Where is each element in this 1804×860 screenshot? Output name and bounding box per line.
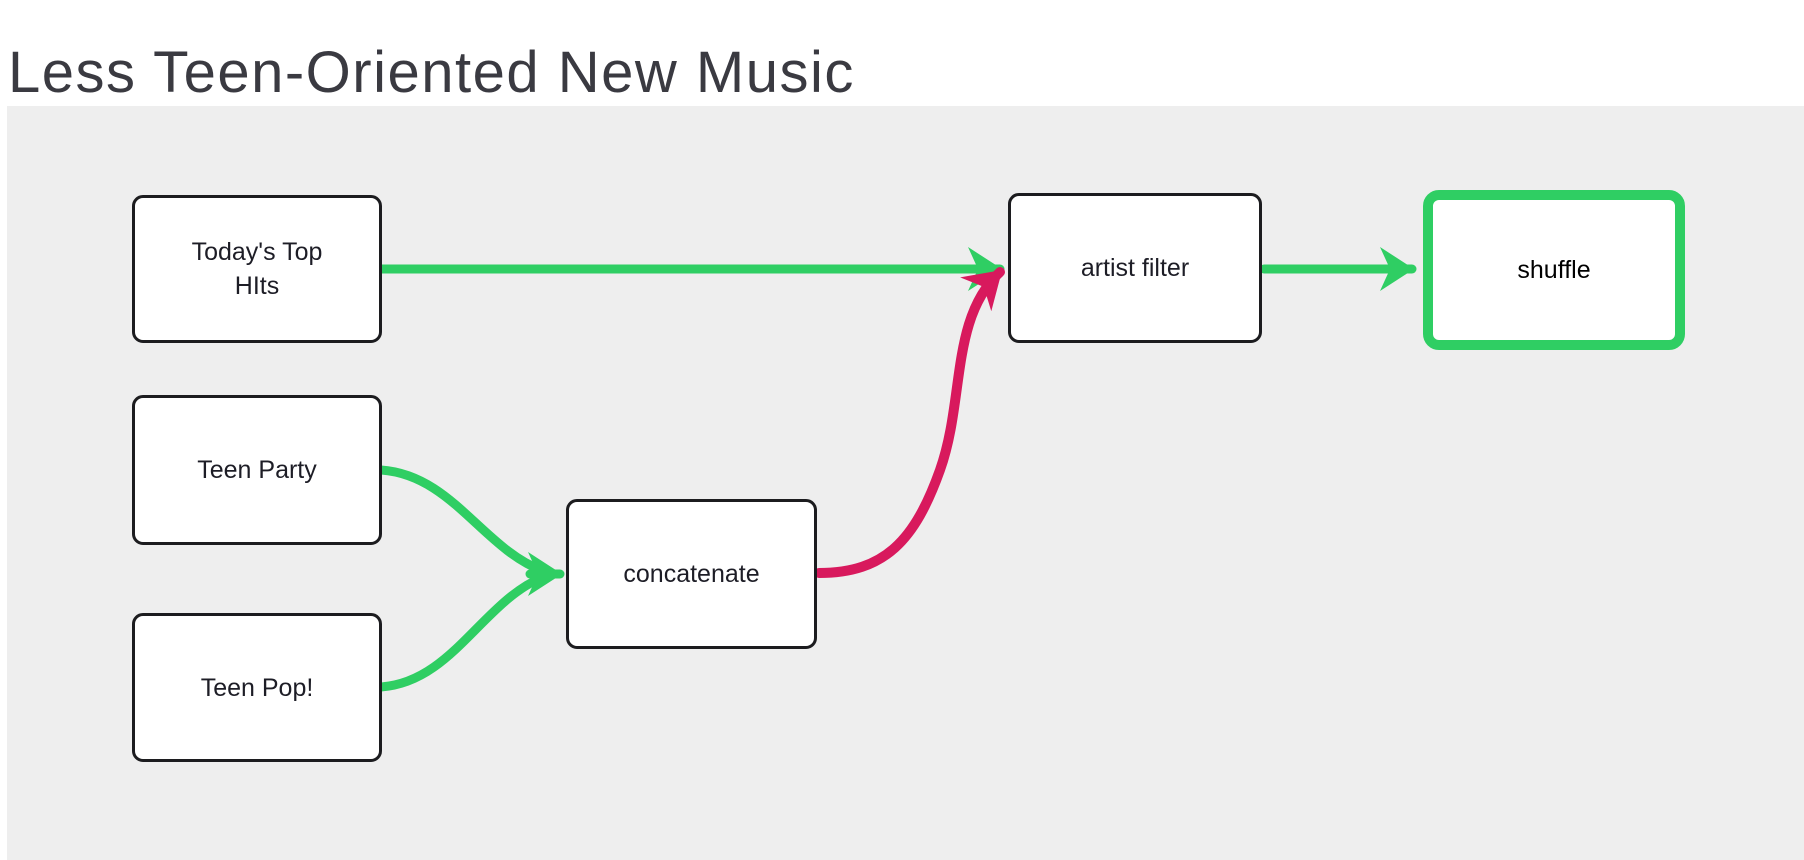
node-concatenate[interactable]: concatenate <box>566 499 817 649</box>
node-shuffle-highlighted[interactable]: shuffle <box>1423 190 1685 350</box>
node-todays-top-hits[interactable]: Today's Top HIts <box>132 195 382 343</box>
node-label: shuffle <box>1517 256 1591 284</box>
page-title: Less Teen-Oriented New Music <box>8 39 855 105</box>
node-teen-party[interactable]: Teen Party <box>132 395 382 545</box>
node-label: Today's Top HIts <box>191 238 323 300</box>
node-label: concatenate <box>623 560 760 588</box>
node-label: Teen Party <box>197 456 317 484</box>
node-teen-pop[interactable]: Teen Pop! <box>132 613 382 762</box>
node-artist-filter[interactable]: artist filter <box>1008 193 1262 343</box>
node-label: artist filter <box>1080 254 1190 282</box>
node-label: Teen Pop! <box>200 673 314 702</box>
